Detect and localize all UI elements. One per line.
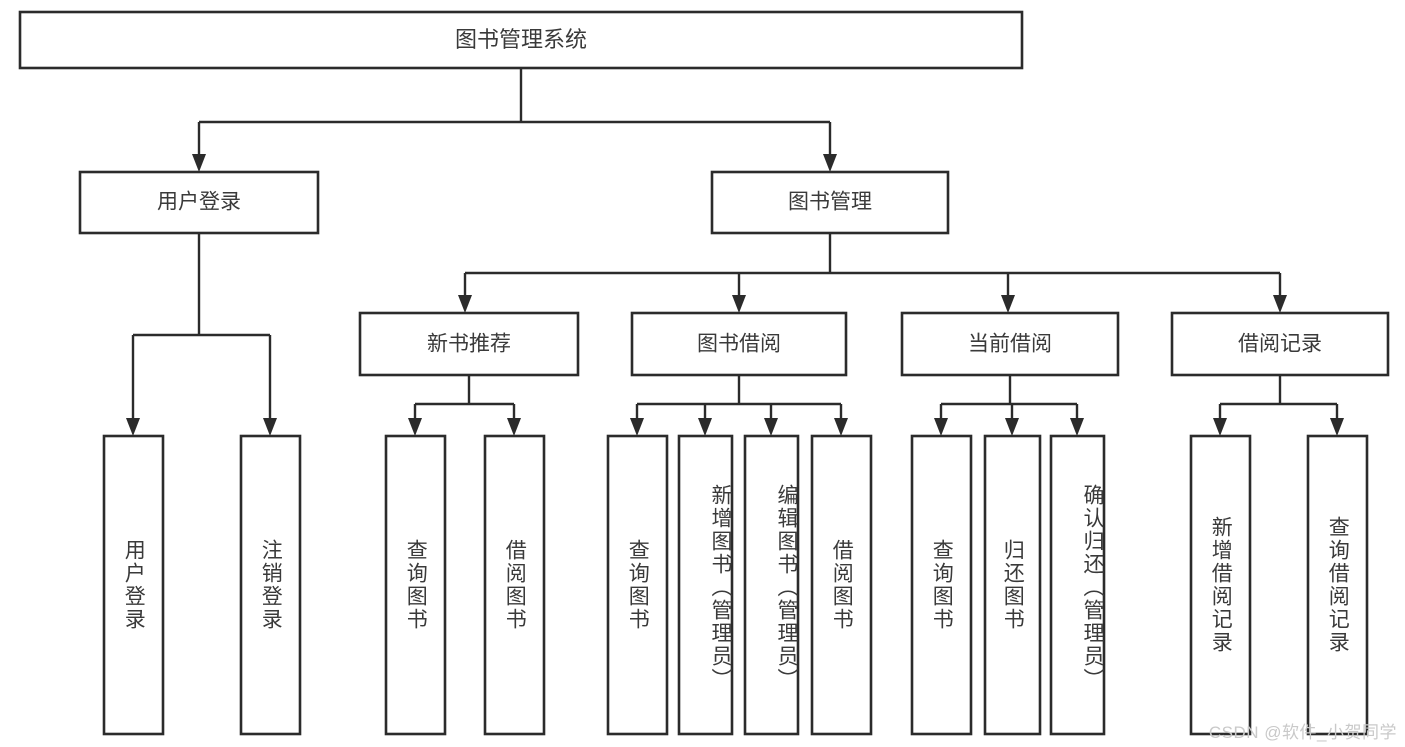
node-layer: 图书管理系统 用户登录 图书管理 新书推荐 图书借阅	[18, 10, 1390, 736]
node-leaf-borrow-book-1-box[interactable]	[483, 434, 546, 736]
arrowhead-leaf-query-book-1	[408, 418, 422, 436]
node-book-management-box[interactable]	[710, 170, 950, 235]
arrowhead-leaf-confirm-return	[1070, 418, 1084, 436]
arrowhead-leaf-query-borrow-record	[1330, 418, 1344, 436]
node-current-borrow[interactable]: 当前借阅	[900, 311, 1120, 377]
node-leaf-query-book-2-box[interactable]	[606, 434, 669, 736]
node-leaf-query-book-1-box[interactable]	[384, 434, 447, 736]
node-book-borrow[interactable]: 图书借阅	[630, 311, 848, 377]
node-root[interactable]: 图书管理系统	[18, 10, 1024, 70]
arrowhead-book-management	[823, 154, 837, 172]
arrowhead-leaf-query-book-2	[630, 418, 644, 436]
node-leaf-query-borrow-record-box[interactable]	[1306, 434, 1369, 736]
arrowhead-leaf-add-borrow-record	[1213, 418, 1227, 436]
node-user-login-label: 用户登录	[157, 191, 241, 214]
arrowhead-user-login	[192, 154, 206, 172]
node-leaf-edit-book-box[interactable]	[743, 434, 800, 736]
arrowhead-book-borrow	[732, 295, 746, 313]
node-book-management-label: 图书管理	[788, 191, 872, 214]
node-leaf-return-book-box[interactable]	[983, 434, 1042, 736]
node-borrow-record-label: 借阅记录	[1238, 333, 1322, 356]
node-book-borrow-box[interactable]	[630, 311, 848, 377]
node-root-box[interactable]	[18, 10, 1024, 70]
node-leaf-add-book-box[interactable]	[677, 434, 734, 736]
node-new-book-recommend[interactable]: 新书推荐	[358, 311, 580, 377]
arrowhead-leaf-query-book-3	[934, 418, 948, 436]
arrowhead-current-borrow	[1001, 295, 1015, 313]
arrowhead-new-book-recommend	[458, 295, 472, 313]
arrowhead-leaf-edit-book	[764, 418, 778, 436]
arrowhead-leaf-add-book	[698, 418, 712, 436]
arrowhead-leaf-user-login	[126, 418, 140, 436]
arrowhead-leaf-return-book	[1005, 418, 1019, 436]
node-user-login-box[interactable]	[78, 170, 320, 235]
node-root-label: 图书管理系统	[455, 27, 587, 52]
node-leaf-query-book-3-box[interactable]	[910, 434, 973, 736]
node-leaf-add-borrow-record-box[interactable]	[1189, 434, 1252, 736]
node-leaf-logout-login-box[interactable]	[239, 434, 302, 736]
node-new-book-recommend-box[interactable]	[358, 311, 580, 377]
arrowhead-leaf-borrow-book-1	[507, 418, 521, 436]
node-current-borrow-label: 当前借阅	[968, 333, 1052, 356]
node-borrow-record[interactable]: 借阅记录	[1170, 311, 1390, 377]
node-leaf-confirm-return-box[interactable]	[1049, 434, 1106, 736]
node-current-borrow-box[interactable]	[900, 311, 1120, 377]
node-book-management[interactable]: 图书管理	[710, 170, 950, 235]
arrowhead-leaf-logout-login	[263, 418, 277, 436]
arrowhead-leaf-borrow-book-2	[834, 418, 848, 436]
connector-layer	[126, 68, 1344, 436]
node-new-book-recommend-label: 新书推荐	[427, 333, 511, 356]
node-borrow-record-box[interactable]	[1170, 311, 1390, 377]
arrowhead-borrow-record	[1273, 295, 1287, 313]
node-leaf-borrow-book-2-box[interactable]	[810, 434, 873, 736]
node-leaf-user-login-box[interactable]	[102, 434, 165, 736]
node-book-borrow-label: 图书借阅	[697, 333, 781, 356]
node-user-login[interactable]: 用户登录	[78, 170, 320, 235]
